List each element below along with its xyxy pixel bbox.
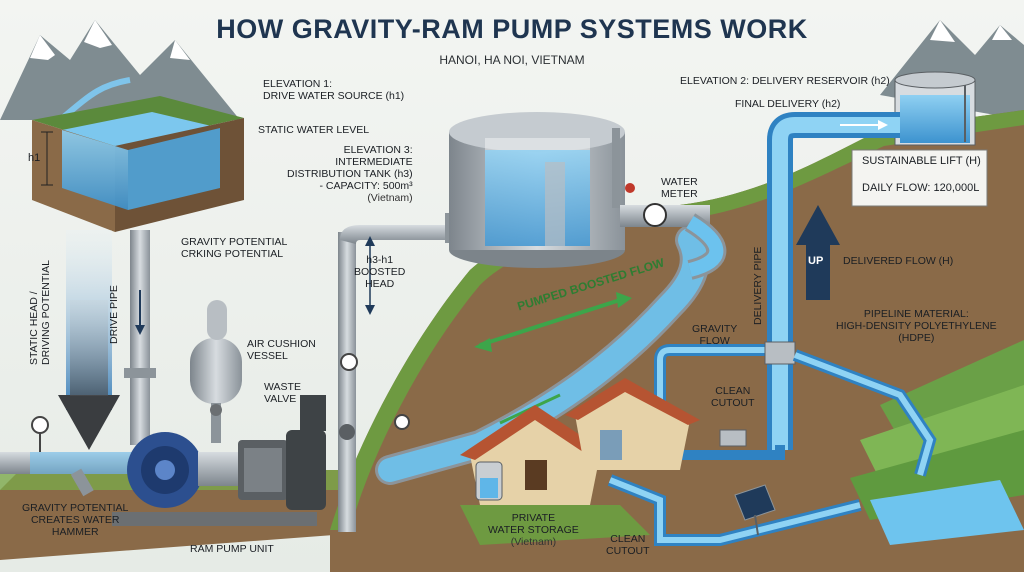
- label-h1: h1: [28, 152, 40, 164]
- water-meter-icon: [644, 204, 666, 226]
- label-final-delivery: FINAL DELIVERY (h2): [735, 98, 840, 110]
- drive-pipe: [130, 230, 150, 445]
- page-title: HOW GRAVITY-RAM PUMP SYSTEMS WORK: [0, 14, 1024, 45]
- label-water-hammer: GRAVITY POTENTIAL CREATES WATER HAMMER: [22, 502, 128, 538]
- label-boosted-head: h3-h1 BOOSTED HEAD: [354, 254, 405, 290]
- label-private-storage: PRIVATE WATER STORAGE (Vietnam): [488, 512, 579, 548]
- label-ram-pump-unit: RAM PUMP UNIT: [190, 543, 274, 555]
- label-pipeline-material: PIPELINE MATERIAL: HIGH-DENSITY POLYETHY…: [836, 308, 997, 344]
- label-up: UP: [808, 255, 823, 267]
- label-elevation-1: ELEVATION 1:DRIVE WATER SOURCE (h1): [263, 78, 404, 102]
- page-subtitle: HANOI, HA NOI, VIETNAM: [0, 53, 1024, 67]
- pressure-gauge-icon: [32, 417, 48, 433]
- label-elevation-3: ELEVATION 3: INTERMEDIATE DISTRIBUTION T…: [287, 144, 413, 204]
- label-daily-flow: DAILY FLOW: 120,000L: [862, 182, 979, 194]
- label-static-water-level: STATIC WATER LEVEL: [258, 124, 369, 136]
- delivery-reservoir: [895, 72, 975, 145]
- label-drive-pipe: DRIVE PIPE: [108, 285, 120, 344]
- label-delivered-flow: DELIVERED FLOW (H): [843, 255, 953, 267]
- label-delivery-pipe: DELIVERY PIPE: [752, 247, 764, 325]
- air-cushion-vessel: [190, 338, 242, 404]
- label-elevation-2: ELEVATION 2: DELIVERY RESERVOIR (h2): [680, 75, 890, 87]
- label-sustainable-lift: SUSTAINABLE LIFT (H): [862, 155, 981, 167]
- pressure-gauge-icon: [341, 354, 357, 370]
- clean-cutout-box: [720, 430, 746, 446]
- label-static-head: STATIC HEAD /DRIVING POTENTIAL: [28, 260, 52, 365]
- pressure-gauge-icon: [395, 415, 409, 429]
- valve-icon: [300, 395, 326, 431]
- intermediate-tank: [449, 112, 635, 268]
